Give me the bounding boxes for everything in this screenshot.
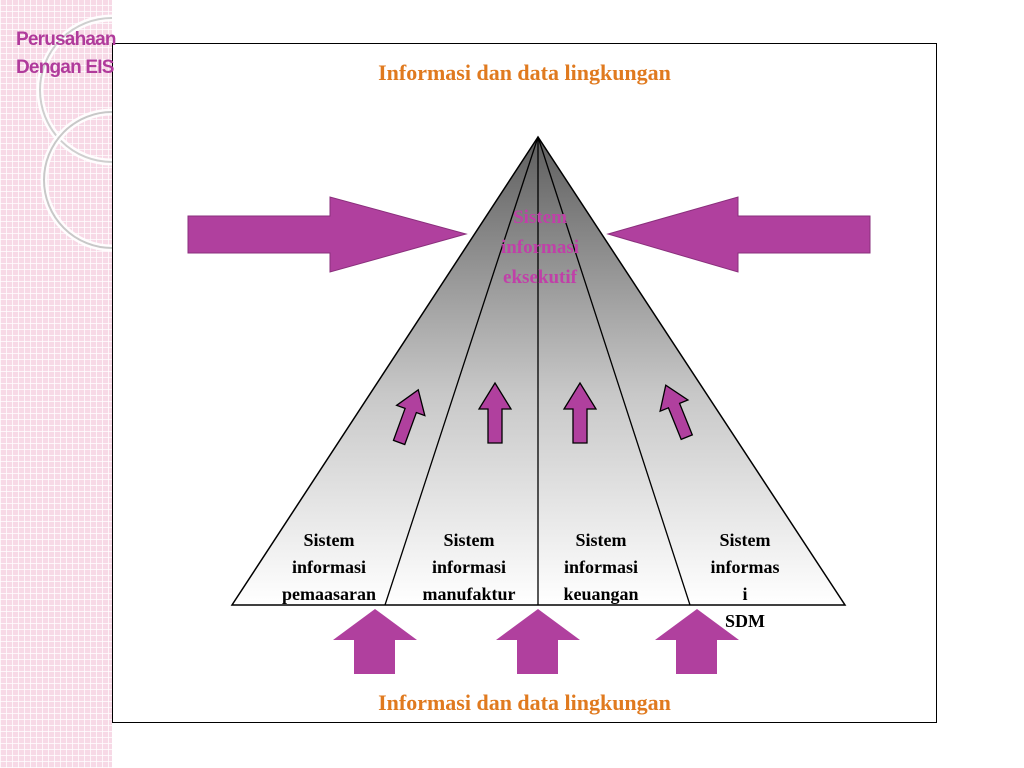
- decorative-side-strip: [0, 0, 112, 768]
- segment-label-finance: Sistem informasi keuangan: [540, 527, 662, 608]
- segment-label-line: informasi: [564, 557, 638, 577]
- segment-label-marketing: Sistem informasi pemaasaran: [264, 527, 394, 608]
- segment-label-line: keuangan: [563, 584, 639, 604]
- segment-label-line: manufaktur: [422, 584, 516, 604]
- slide-title-line-2: Dengan EIS: [16, 57, 114, 78]
- left-input-arrow: [187, 196, 468, 273]
- segment-label-line: informasi: [292, 557, 366, 577]
- right-input-arrow: [606, 196, 871, 273]
- bottom-input-arrow-1: [333, 609, 417, 674]
- segment-label-hr: Sistem informas i SDM: [690, 527, 800, 635]
- segment-label-line: Sistem: [575, 530, 627, 550]
- decorative-rings: [36, 14, 112, 252]
- segment-label-line: Sistem: [303, 530, 355, 550]
- segment-label-line: informas: [710, 557, 780, 577]
- segment-label-line: informasi: [432, 557, 506, 577]
- segment-label-manufacturing: Sistem informasi manufaktur: [404, 527, 534, 608]
- internal-arrow-2: [477, 381, 513, 444]
- apex-label-line-3: eksekutif: [503, 267, 577, 288]
- apex-label-line-1: Sistem: [513, 207, 567, 228]
- bottom-input-arrow-2: [496, 609, 580, 674]
- slide-title: Perusahaan Dengan EIS: [16, 26, 117, 82]
- apex-label-line-2: informasi: [500, 237, 580, 258]
- segment-label-line: pemaasaran: [282, 584, 376, 604]
- top-environment-label: Informasi dan data lingkungan: [378, 60, 671, 85]
- apex-label-executive-system: Sistem informasi eksekutif: [480, 203, 600, 293]
- bottom-input-arrow-3: [655, 609, 739, 674]
- segment-label-line: i: [742, 584, 748, 604]
- internal-arrow-1: [392, 388, 426, 446]
- pyramid-divider-1: [384, 136, 539, 606]
- segment-label-line: Sistem: [443, 530, 495, 550]
- internal-arrow-4: [659, 384, 694, 441]
- slide-title-line-1: Perusahaan: [16, 29, 117, 50]
- bottom-environment-label: Informasi dan data lingkungan: [378, 690, 671, 715]
- segment-label-line: Sistem: [719, 530, 771, 550]
- internal-arrow-3: [562, 381, 598, 444]
- segment-label-line: SDM: [725, 611, 765, 631]
- pyramid-divider-3: [537, 136, 691, 606]
